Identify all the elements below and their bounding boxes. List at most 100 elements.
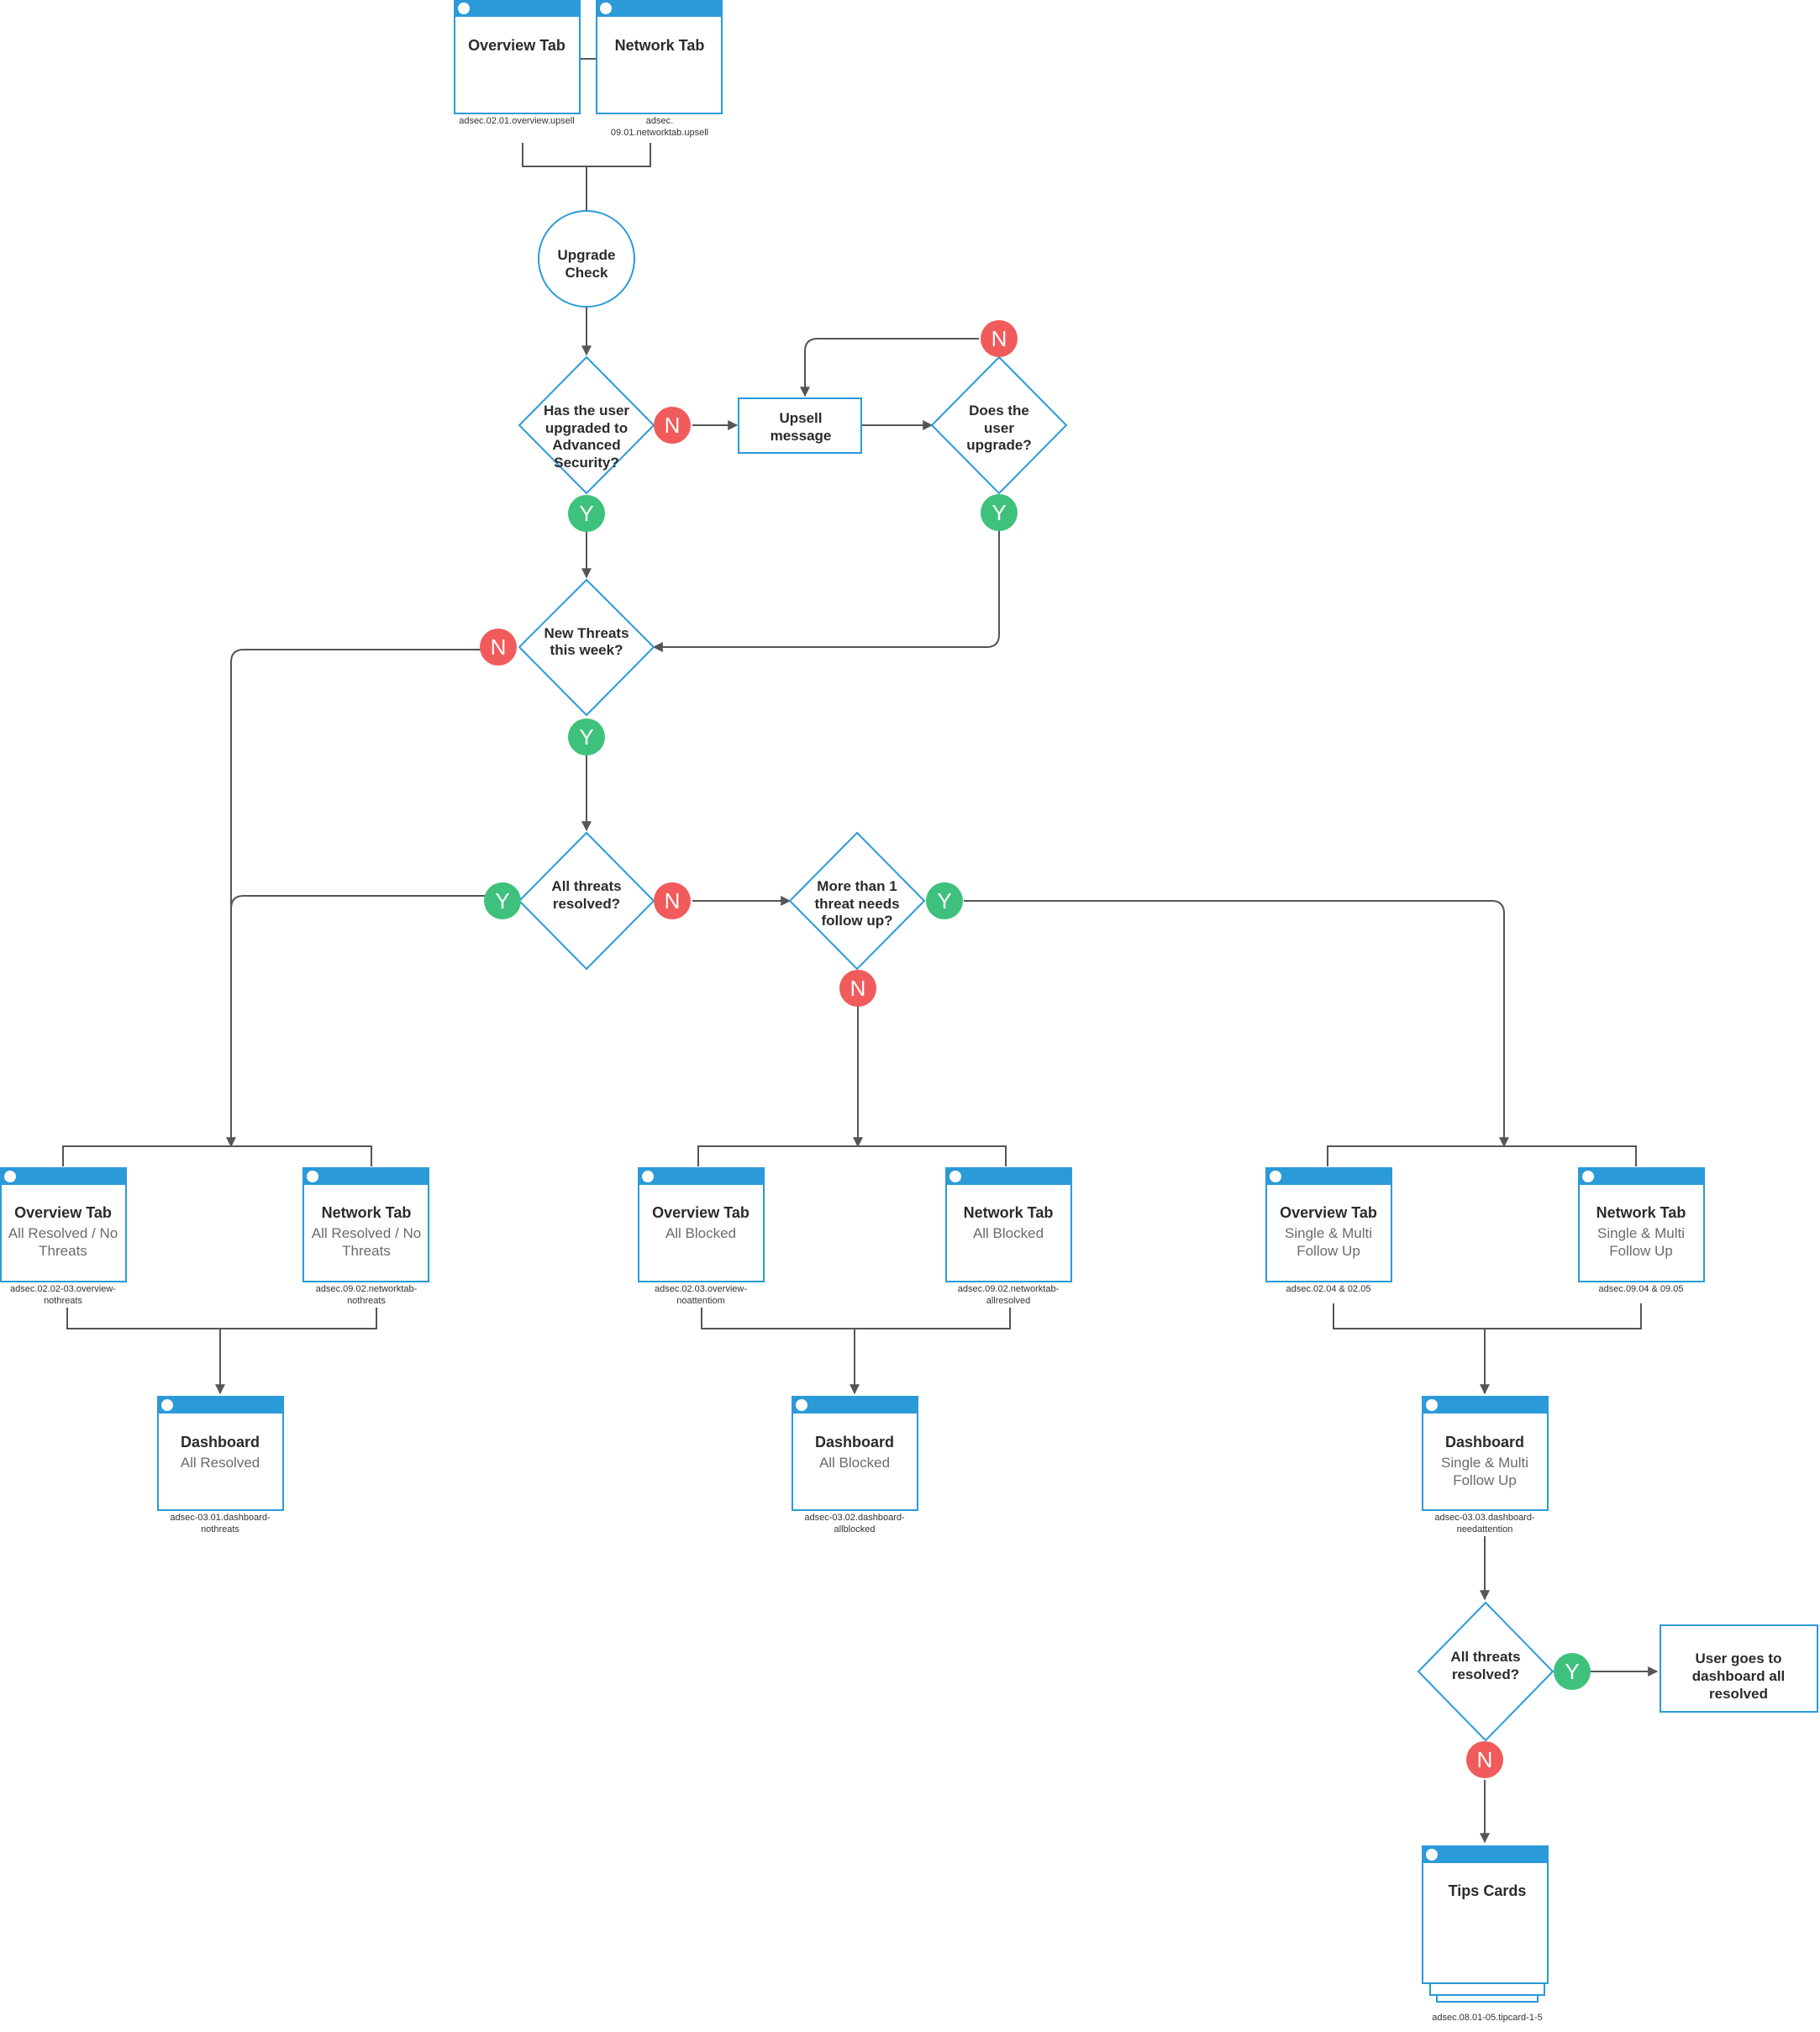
screen-title: Overview Tab: [652, 1204, 750, 1221]
node-upgrade-check[interactable]: Upgrade Check: [538, 210, 635, 308]
screen-subtitle: All Resolved / No: [312, 1225, 421, 1241]
window-dot-icon: [307, 1171, 318, 1182]
node-label: Advanced: [552, 437, 620, 453]
decision-does-upgrade[interactable]: Does the user upgrade?: [930, 355, 1068, 495]
svg-text:N: N: [491, 634, 507, 660]
node-label: follow up?: [822, 913, 893, 929]
decision-has-upgraded[interactable]: Has the user upgraded to Advanced Securi…: [518, 355, 655, 495]
screen-subtitle: All Blocked: [819, 1455, 890, 1471]
screen-caption: adsec.: [646, 116, 673, 126]
decision-all-threats-resolved[interactable]: All threats resolved?: [518, 831, 655, 971]
screen-subtitle: All Blocked: [973, 1225, 1044, 1241]
svg-text:N: N: [1477, 1747, 1493, 1772]
screen-dashboard-all-resolved[interactable]: Dashboard All Resolved adsec-03.01.dashb…: [157, 1396, 284, 1535]
node-label: resolved?: [1452, 1666, 1519, 1682]
badge-no: N: [981, 320, 1018, 357]
screen-subtitle: Threats: [39, 1243, 87, 1259]
badge-yes: Y: [568, 495, 605, 532]
badge-yes: Y: [484, 882, 521, 919]
node-label: Upgrade: [558, 247, 616, 263]
svg-text:Y: Y: [937, 888, 951, 913]
node-user-goes-to-dashboard[interactable]: User goes to dashboard all resolved: [1660, 1624, 1818, 1713]
screen-subtitle: Single & Multi: [1597, 1225, 1685, 1241]
node-label: All threats: [551, 878, 621, 894]
screen-caption: noattentiom: [676, 1296, 724, 1306]
node-label: More than 1: [817, 878, 897, 894]
screen-top-network[interactable]: Network Tab adsec. 09.01.networktab.upse…: [596, 0, 723, 138]
screen-blocked-network[interactable]: Network Tab All Blocked adsec.09.02.netw…: [945, 1167, 1072, 1306]
badge-yes: Y: [1554, 1653, 1591, 1690]
decision-all-threats-resolved-2[interactable]: All threats resolved?: [1417, 1601, 1554, 1742]
node-label: Security?: [554, 455, 618, 471]
screen-caption: adsec-03.02.dashboard-: [804, 1513, 905, 1523]
window-dot-icon: [4, 1171, 16, 1182]
screen-subtitle: All Resolved / No: [8, 1225, 118, 1241]
screen-nothreats-network[interactable]: Network Tab All Resolved / No Threats ad…: [302, 1167, 429, 1306]
node-upsell-message[interactable]: Upsell message: [738, 397, 862, 454]
window-dot-icon: [161, 1399, 173, 1411]
screen-tips-cards[interactable]: Tips Cards adsec.08.01-05.tipcard-1-5: [1422, 1845, 1549, 2023]
badge-yes: Y: [568, 719, 605, 755]
screen-title: Dashboard: [1445, 1434, 1524, 1450]
window-dot-icon: [1426, 1849, 1438, 1861]
screen-caption: adsec.02.02-03.overview-: [10, 1284, 116, 1294]
window-dot-icon: [1426, 1399, 1438, 1411]
node-label: Upsell: [779, 410, 822, 426]
svg-text:N: N: [665, 413, 681, 438]
node-label: message: [771, 428, 832, 444]
badge-no: N: [839, 970, 876, 1007]
screen-caption: allresolved: [986, 1296, 1031, 1306]
node-label: Check: [565, 265, 608, 281]
screen-top-overview[interactable]: Overview Tab adsec.02.01.overview.upsell: [454, 0, 581, 126]
screen-followup-network[interactable]: Network Tab Single & Multi Follow Up ads…: [1578, 1167, 1705, 1294]
svg-text:Y: Y: [579, 724, 593, 750]
decision-new-threats[interactable]: New Threats this week?: [518, 578, 655, 717]
badge-yes: Y: [926, 882, 963, 919]
svg-text:N: N: [850, 976, 866, 1001]
window-dot-icon: [458, 3, 470, 14]
screen-dashboard-followup[interactable]: Dashboard Single & Multi Follow Up adsec…: [1422, 1396, 1549, 1535]
screen-title: Dashboard: [181, 1434, 260, 1450]
screen-caption: needattention: [1457, 1524, 1513, 1535]
node-label: New Threats: [544, 625, 629, 641]
screen-subtitle: Single & Multi: [1285, 1225, 1372, 1241]
screen-subtitle: Follow Up: [1297, 1243, 1360, 1259]
screen-caption: adsec.02.03.overview-: [655, 1284, 747, 1294]
svg-text:Y: Y: [579, 501, 593, 526]
screen-title: Overview Tab: [14, 1204, 112, 1221]
screen-caption: allblocked: [834, 1524, 876, 1535]
screen-caption: adsec-03.03.dashboard-: [1434, 1513, 1535, 1523]
screen-caption: nothreats: [347, 1296, 386, 1306]
screen-nothreats-overview[interactable]: Overview Tab All Resolved / No Threats a…: [0, 1167, 127, 1306]
decision-more-than-one[interactable]: More than 1 threat needs follow up?: [788, 831, 926, 971]
screen-title: Overview Tab: [468, 37, 565, 54]
window-dot-icon: [1582, 1171, 1594, 1182]
screen-subtitle: Follow Up: [1453, 1472, 1517, 1488]
connectors: [62, 58, 1659, 1844]
screen-dashboard-all-blocked[interactable]: Dashboard All Blocked adsec-03.02.dashbo…: [792, 1396, 918, 1535]
node-label: this week?: [550, 642, 623, 658]
screen-subtitle: Single & Multi: [1441, 1455, 1528, 1471]
screen-subtitle: Follow Up: [1609, 1243, 1673, 1259]
screen-caption: adsec.09.02.networktab-: [316, 1284, 418, 1294]
svg-text:Y: Y: [495, 888, 509, 913]
svg-text:Y: Y: [1565, 1659, 1579, 1684]
screen-caption: 09.01.networktab.upsell: [611, 128, 708, 138]
screen-caption: nothreats: [44, 1296, 82, 1306]
node-label: All threats: [1450, 1649, 1520, 1665]
window-dot-icon: [600, 3, 612, 14]
screen-followup-overview[interactable]: Overview Tab Single & Multi Follow Up ad…: [1265, 1167, 1392, 1294]
screen-caption: nothreats: [201, 1524, 239, 1535]
node-label: user: [984, 420, 1014, 436]
screen-title: Network Tab: [964, 1204, 1054, 1221]
node-label: resolved: [1709, 1686, 1768, 1702]
screen-caption: adsec.09.02.networktab-: [958, 1284, 1060, 1294]
window-dot-icon: [1270, 1171, 1281, 1182]
screen-blocked-overview[interactable]: Overview Tab All Blocked adsec.02.03.ove…: [638, 1167, 765, 1306]
screen-subtitle: All Blocked: [665, 1225, 736, 1241]
screen-caption: adsec.08.01-05.tipcard-1-5: [1432, 2013, 1542, 2023]
node-label: threat needs: [814, 896, 899, 912]
screen-title: Network Tab: [615, 37, 705, 54]
screen-title: Tips Cards: [1449, 1882, 1527, 1899]
